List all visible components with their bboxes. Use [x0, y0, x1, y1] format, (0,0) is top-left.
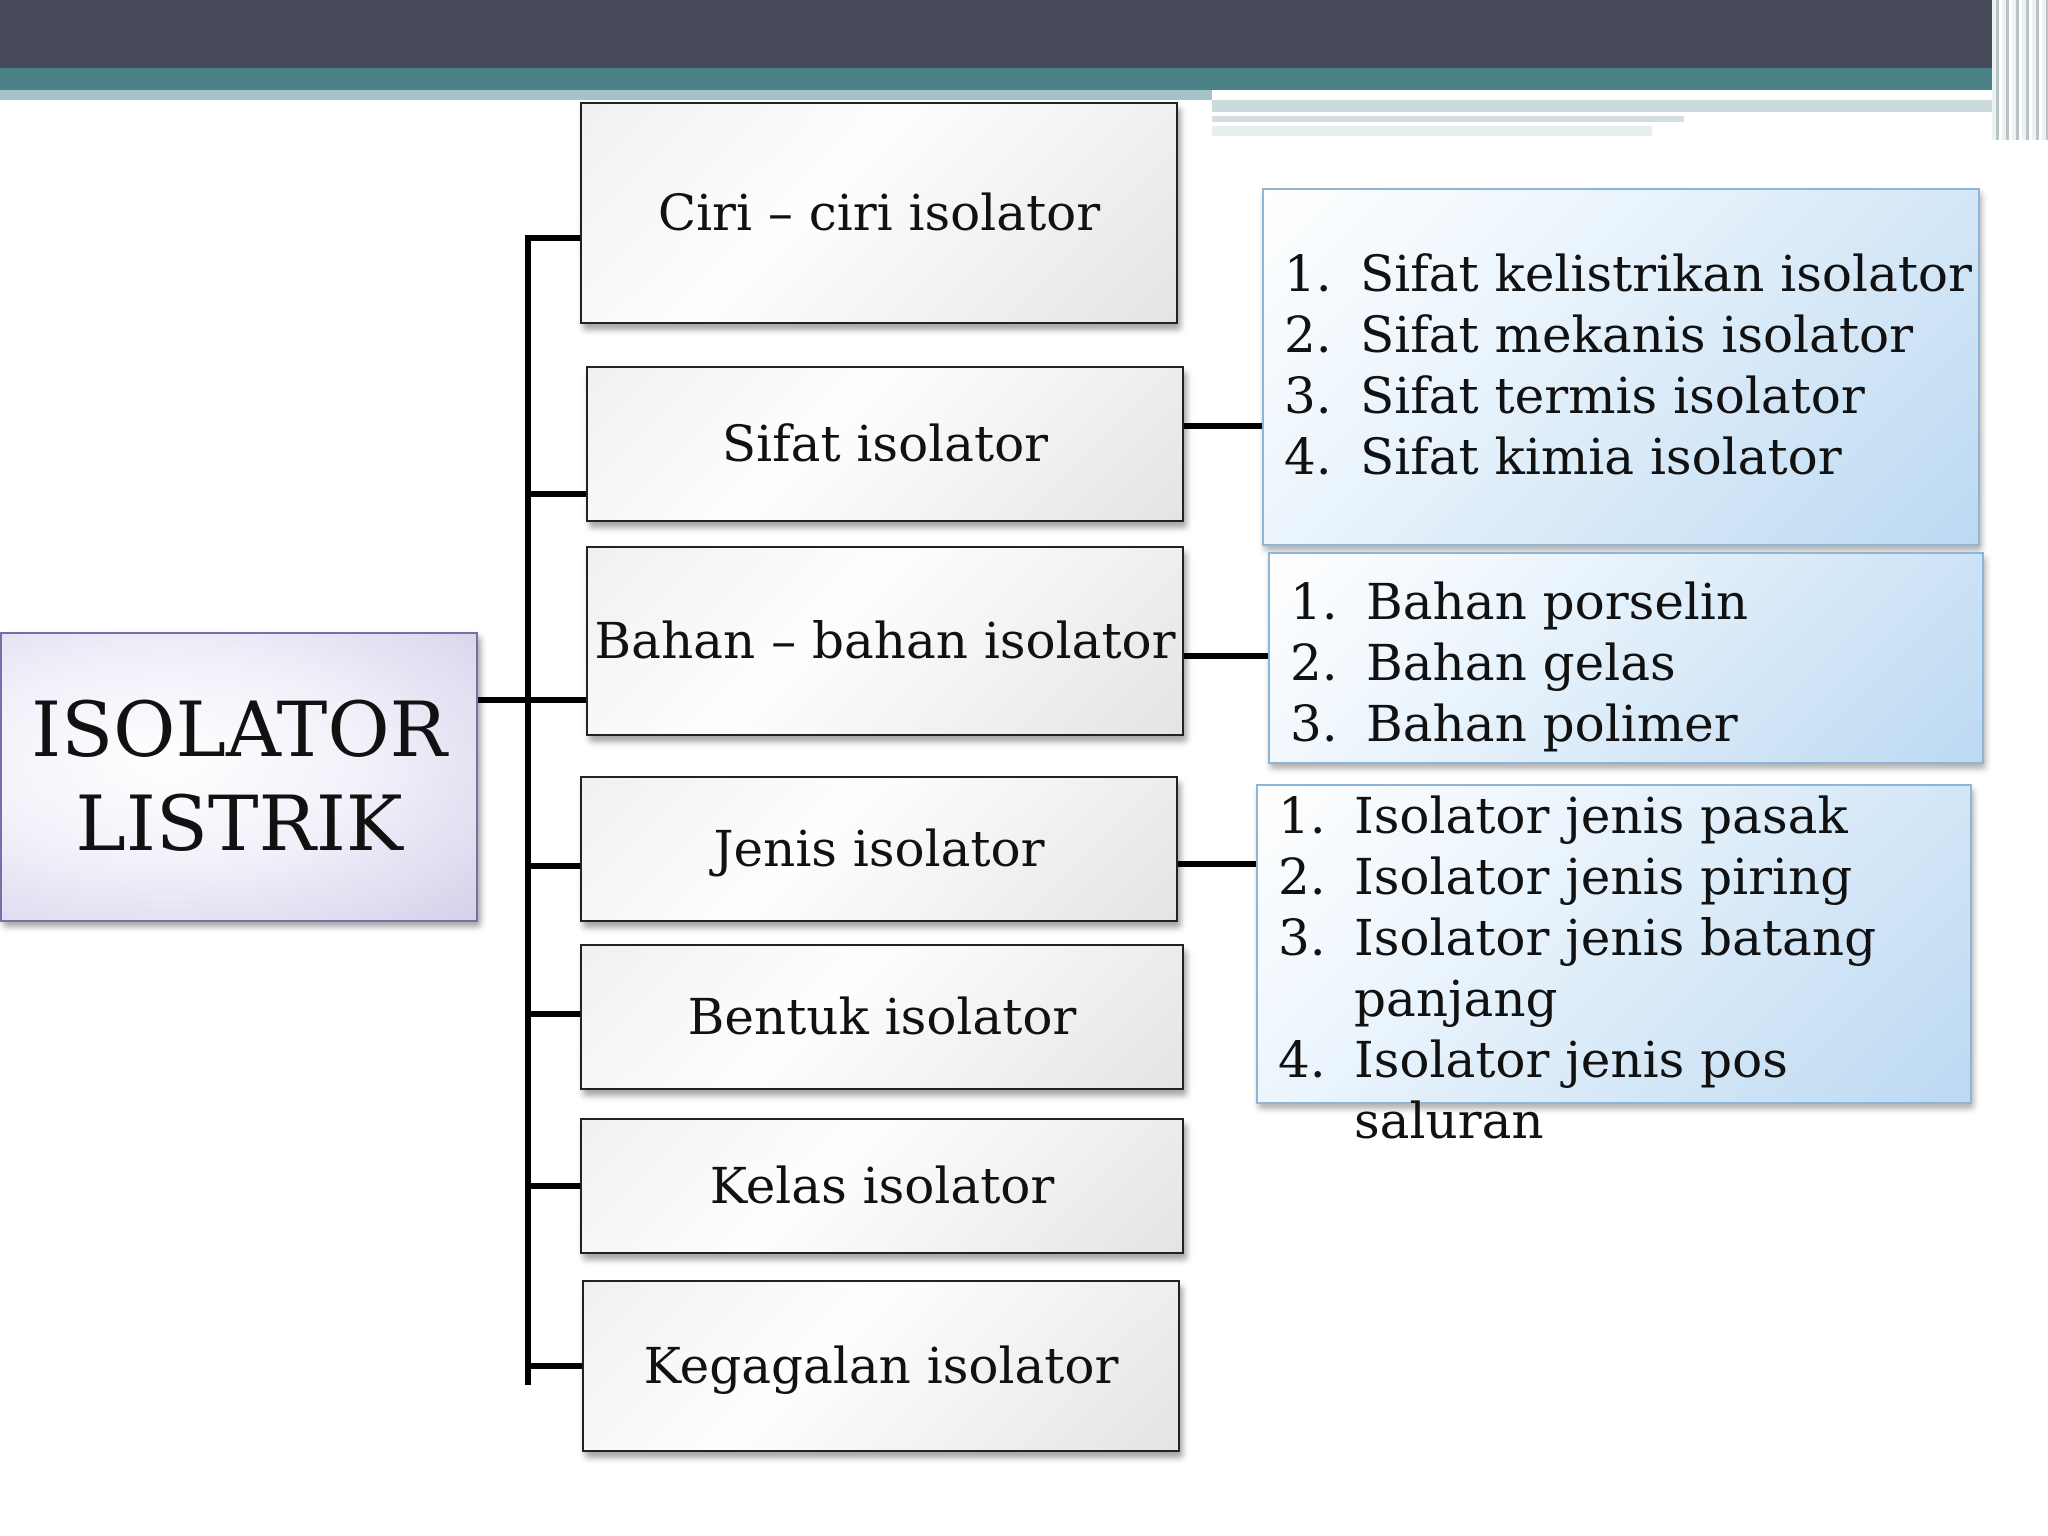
category-bentuk: Bentuk isolator	[580, 944, 1184, 1090]
details-bahan-list: 1. Bahan porselin 2. Bahan gelas 3. Baha…	[1270, 554, 1982, 755]
list-text: Bahan polimer	[1366, 695, 1738, 753]
list-item: 2. Bahan gelas	[1290, 633, 1982, 694]
header-bar	[0, 0, 2048, 68]
list-number: 2.	[1290, 634, 1338, 692]
list-number: 3.	[1278, 909, 1326, 967]
header-decor-line	[1212, 100, 2002, 112]
list-text: Sifat mekanis isolator	[1360, 306, 1914, 364]
category-label: Kegagalan isolator	[643, 1337, 1119, 1395]
category-label: Jenis isolator	[713, 820, 1045, 878]
header-decor-line	[1212, 116, 1684, 122]
list-text: Bahan gelas	[1366, 634, 1676, 692]
details-bahan: 1. Bahan porselin 2. Bahan gelas 3. Baha…	[1268, 552, 1984, 764]
category-ciri: Ciri – ciri isolator	[580, 102, 1178, 324]
header-corner-stripes	[1992, 0, 2048, 140]
category-kelas: Kelas isolator	[580, 1118, 1184, 1254]
list-item: 3. Isolator jenis batang panjang	[1278, 908, 1970, 1030]
list-number: 1.	[1290, 573, 1338, 631]
list-number: 2.	[1284, 306, 1332, 364]
header-accent-stripe	[0, 90, 1212, 100]
details-sifat-list: 1. Sifat kelistrikan isolator 2. Sifat m…	[1264, 190, 1978, 488]
list-item: 1. Bahan porselin	[1290, 572, 1982, 633]
category-label: Bentuk isolator	[687, 988, 1077, 1046]
list-text: Bahan porselin	[1366, 573, 1749, 631]
list-number: 3.	[1290, 695, 1338, 753]
list-item: 2. Isolator jenis piring	[1278, 847, 1970, 908]
list-text: Isolator jenis pos saluran	[1354, 1031, 1788, 1150]
list-number: 1.	[1284, 245, 1332, 303]
list-number: 1.	[1278, 787, 1326, 845]
category-label: Ciri – ciri isolator	[657, 184, 1101, 242]
list-text: Sifat kimia isolator	[1360, 428, 1842, 486]
list-item: 4. Sifat kimia isolator	[1284, 427, 1978, 488]
list-item: 3. Sifat termis isolator	[1284, 366, 1978, 427]
category-label: Kelas isolator	[709, 1157, 1055, 1215]
list-item: 1. Isolator jenis pasak	[1278, 786, 1970, 847]
category-sifat: Sifat isolator	[586, 366, 1184, 522]
root-title: ISOLATOR LISTRIK	[31, 685, 447, 868]
category-label: Sifat isolator	[721, 415, 1049, 473]
list-number: 3.	[1284, 367, 1332, 425]
list-text: Isolator jenis batang panjang	[1354, 909, 1877, 1028]
details-jenis: 1. Isolator jenis pasak 2. Isolator jeni…	[1256, 784, 1972, 1150]
category-kegagalan: Kegagalan isolator	[582, 1280, 1180, 1452]
list-number: 4.	[1284, 428, 1332, 486]
details-jenis-list: 1. Isolator jenis pasak 2. Isolator jeni…	[1258, 786, 1970, 1152]
category-label: Bahan – bahan isolator	[594, 612, 1176, 670]
list-text: Isolator jenis piring	[1354, 848, 1853, 906]
list-text: Isolator jenis pasak	[1354, 787, 1848, 845]
list-number: 2.	[1278, 848, 1326, 906]
list-item: 3. Bahan polimer	[1290, 694, 1982, 755]
list-number: 4.	[1278, 1031, 1326, 1089]
header-accent-bar	[0, 68, 2048, 90]
category-jenis: Jenis isolator	[580, 776, 1178, 922]
list-item: 2. Sifat mekanis isolator	[1284, 305, 1978, 366]
list-text: Sifat termis isolator	[1360, 367, 1865, 425]
list-text: Sifat kelistrikan isolator	[1360, 245, 1972, 303]
header-decor-line	[1212, 126, 1652, 136]
details-sifat: 1. Sifat kelistrikan isolator 2. Sifat m…	[1262, 188, 1980, 546]
list-item: 1. Sifat kelistrikan isolator	[1284, 244, 1978, 305]
list-item: 4. Isolator jenis pos saluran	[1278, 1030, 1970, 1152]
root-node: ISOLATOR LISTRIK	[0, 632, 478, 922]
category-bahan: Bahan – bahan isolator	[586, 546, 1184, 736]
